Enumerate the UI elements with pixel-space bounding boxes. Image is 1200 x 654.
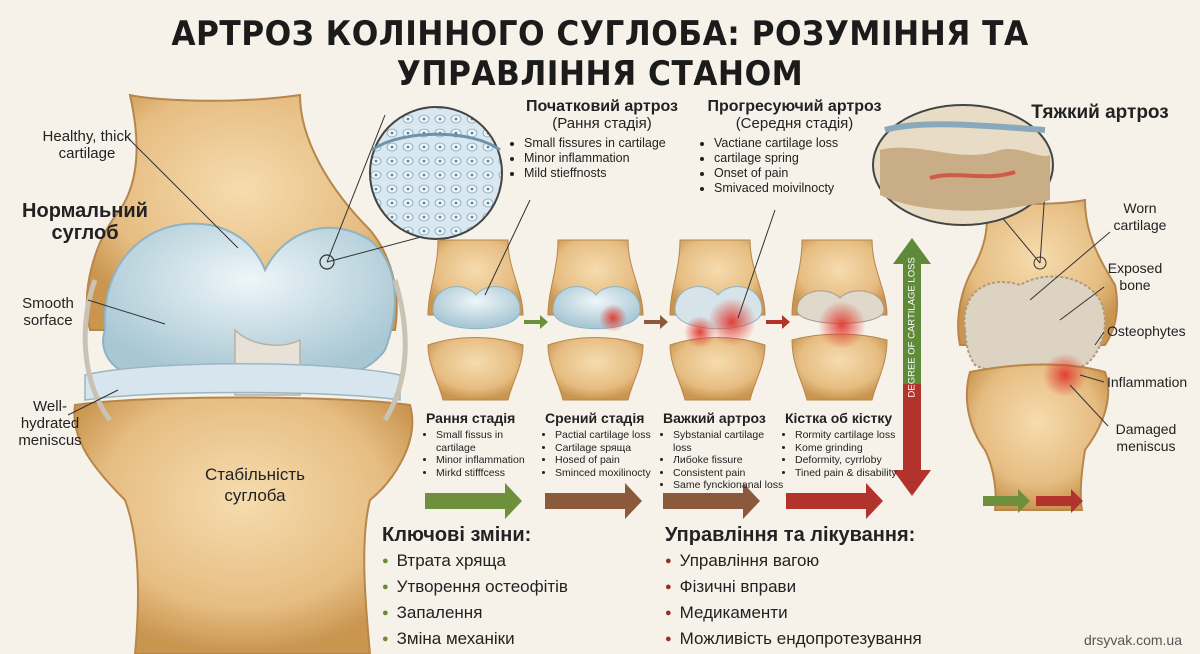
bottom-stage-2: Срений стадія Pactial cartilage loss Car… [545,410,663,479]
bottom-stage-title: Срений стадія [545,410,645,426]
degree-of-cartilage-loss-label: DEGREE OF CARTILAGE LOSS [906,257,918,398]
list-item: Утворення остеофітів [382,575,642,601]
list-item: Mild stieffnosts [524,166,692,181]
list-item: Можливість ендопротезування [665,627,965,653]
list-item: Mirkd stifffcess [436,467,544,480]
list-item: Deformity, cyrrloby [795,454,903,467]
list-item: Запалення [382,601,642,627]
list-item: Tined pain & disability [795,467,903,480]
list-item: Small fissus in cartilage [436,429,544,454]
top-stage-progressive-subtitle: (Середня стадія) [735,115,854,132]
stage-knees [427,239,888,401]
list-item: Kome grinding [795,442,903,455]
management-title: Управління та лікування: [665,524,916,546]
progression-arrows [425,483,1083,519]
label-worn-cartilage: Worn cartilage [1113,200,1167,233]
label-inflammation: Inflammation [1107,374,1188,390]
bottom-stage-4: Кістка об кістку Rormity cartilage loss … [785,410,903,479]
list-item: Зміна механіки [382,627,642,653]
list-item: Либоke fissure [673,454,785,467]
page-title: АРТРОЗ КОЛІННОГО СУГЛОБА: РОЗУМІННЯ ТА У… [171,14,1029,94]
key-changes-title: Ключові зміни: [382,524,532,546]
label-meniscus: Well- hydrated meniscus [18,398,82,449]
list-item: Small fissures in cartilage [524,136,692,151]
list-item: Vactiane cartilage loss [714,136,887,151]
severe-knee-illustration [872,104,1118,511]
label-smooth-surface: Smooth sorface [22,295,74,329]
list-item: Sybstanial cartilage loss [673,429,785,454]
list-item: Minor inflammation [436,454,544,467]
list-item: Управління вагою [665,549,965,575]
degree-arrow [893,238,931,496]
list-item: cartilage spring [714,151,887,166]
top-stage-progressive-title: Прогресуючий артроз [707,98,882,115]
list-item: Rormity cartilage loss [795,429,903,442]
label-healthy-cartilage: Healthy, thick cartilage [42,128,132,162]
list-item: Hosed of pain [555,454,663,467]
label-osteophytes: Osteophytes [1107,323,1186,339]
label-damaged-meniscus: Damaged meniscus [1115,421,1177,454]
management-section: Управління та лікування: Управління ваго… [665,524,965,653]
list-item: Медикаменти [665,601,965,627]
list-item: Smivaced moivilnocty [714,181,887,196]
bottom-stage-title: Важкий артроз [663,410,766,426]
bottom-stage-title: Рання стадія [426,410,516,426]
list-item: Pactial cartilage loss [555,429,663,442]
list-item: Consistent pain [673,467,785,480]
bottom-stage-1: Рання стадія Small fissus in cartilage M… [426,410,544,479]
severe-heading: Тяжкий артроз [1031,102,1169,123]
bottom-stage-title: Кістка об кістку [785,410,893,426]
list-item: Same fynckionanal loss [673,479,785,492]
label-joint-stability: Стабільність суглоба [205,465,305,505]
list-item: Minor inflammation [524,151,692,166]
top-stage-progressive: Прогресуючий артроз (Середня стадія) Vac… [702,98,887,196]
label-exposed-bone: Exposed bone [1107,260,1163,293]
list-item: Фізичні вправи [665,575,965,601]
top-stage-early: Початковий артроз (Рання стадія) Small f… [512,98,692,181]
site-url: drsyvak.com.ua [1083,632,1182,648]
list-item: Втрата хряща [382,549,642,575]
normal-knee-illustration [73,93,503,654]
normal-joint-heading: Нормальний суглоб [22,200,148,244]
top-stage-early-subtitle: (Рання стадія) [552,115,652,132]
list-item: Cartilage sряща [555,442,663,455]
top-stage-early-title: Початковий артроз [525,98,678,115]
key-changes-section: Ключові зміни: Втрата хряща Утворення ос… [382,524,642,653]
list-item: Onset of pain [714,166,887,181]
list-item: Sminced moxilinocty [555,467,663,480]
bottom-stage-3: Важкий артроз Sybstanial cartilage loss … [663,410,785,492]
